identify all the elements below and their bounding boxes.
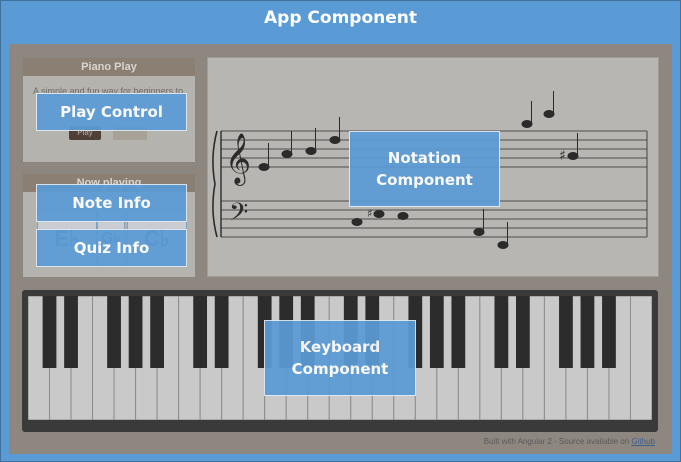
app-component-label: App Component <box>264 8 417 28</box>
quiz-info-label: Quiz Info <box>36 229 187 267</box>
notation-label-line2: Component <box>376 171 473 189</box>
note-info-label: Note Info <box>36 184 187 222</box>
svg-text:♯: ♯ <box>367 207 372 220</box>
black-key <box>494 296 509 368</box>
black-key <box>107 296 121 368</box>
black-key <box>516 296 530 368</box>
piano-play-description: A simple and fun way for beginners to <box>33 86 184 96</box>
black-key <box>214 296 229 368</box>
black-key <box>128 296 143 368</box>
notation-label-line1: Notation <box>387 148 462 167</box>
black-key <box>64 296 78 368</box>
keyboard-label-line1: Keyboard <box>299 337 381 356</box>
notation-component-label: Notation Component <box>349 131 500 207</box>
black-key <box>429 296 444 368</box>
black-key <box>42 296 57 368</box>
black-key <box>150 296 164 368</box>
footer-text: Built with Angular 2 - Source available … <box>483 437 632 446</box>
black-key <box>580 296 595 368</box>
svg-text:♯: ♯ <box>559 148 566 164</box>
svg-text:𝄢: 𝄢 <box>229 198 248 233</box>
black-key <box>451 296 466 368</box>
piano-key-graphic <box>28 296 652 420</box>
white-key <box>629 296 652 420</box>
black-key <box>602 296 616 368</box>
black-key <box>193 296 208 368</box>
black-key <box>559 296 573 368</box>
keyboard-component-label: Keyboard Component <box>264 320 416 396</box>
piano-play-title: Piano Play <box>23 58 195 76</box>
svg-text:𝄞: 𝄞 <box>225 133 251 186</box>
play-control-label: Play Control <box>36 93 187 131</box>
github-link[interactable]: Github <box>631 437 655 446</box>
footer-credit: Built with Angular 2 - Source available … <box>484 437 655 446</box>
keyboard-label-line2: Component <box>291 360 389 378</box>
